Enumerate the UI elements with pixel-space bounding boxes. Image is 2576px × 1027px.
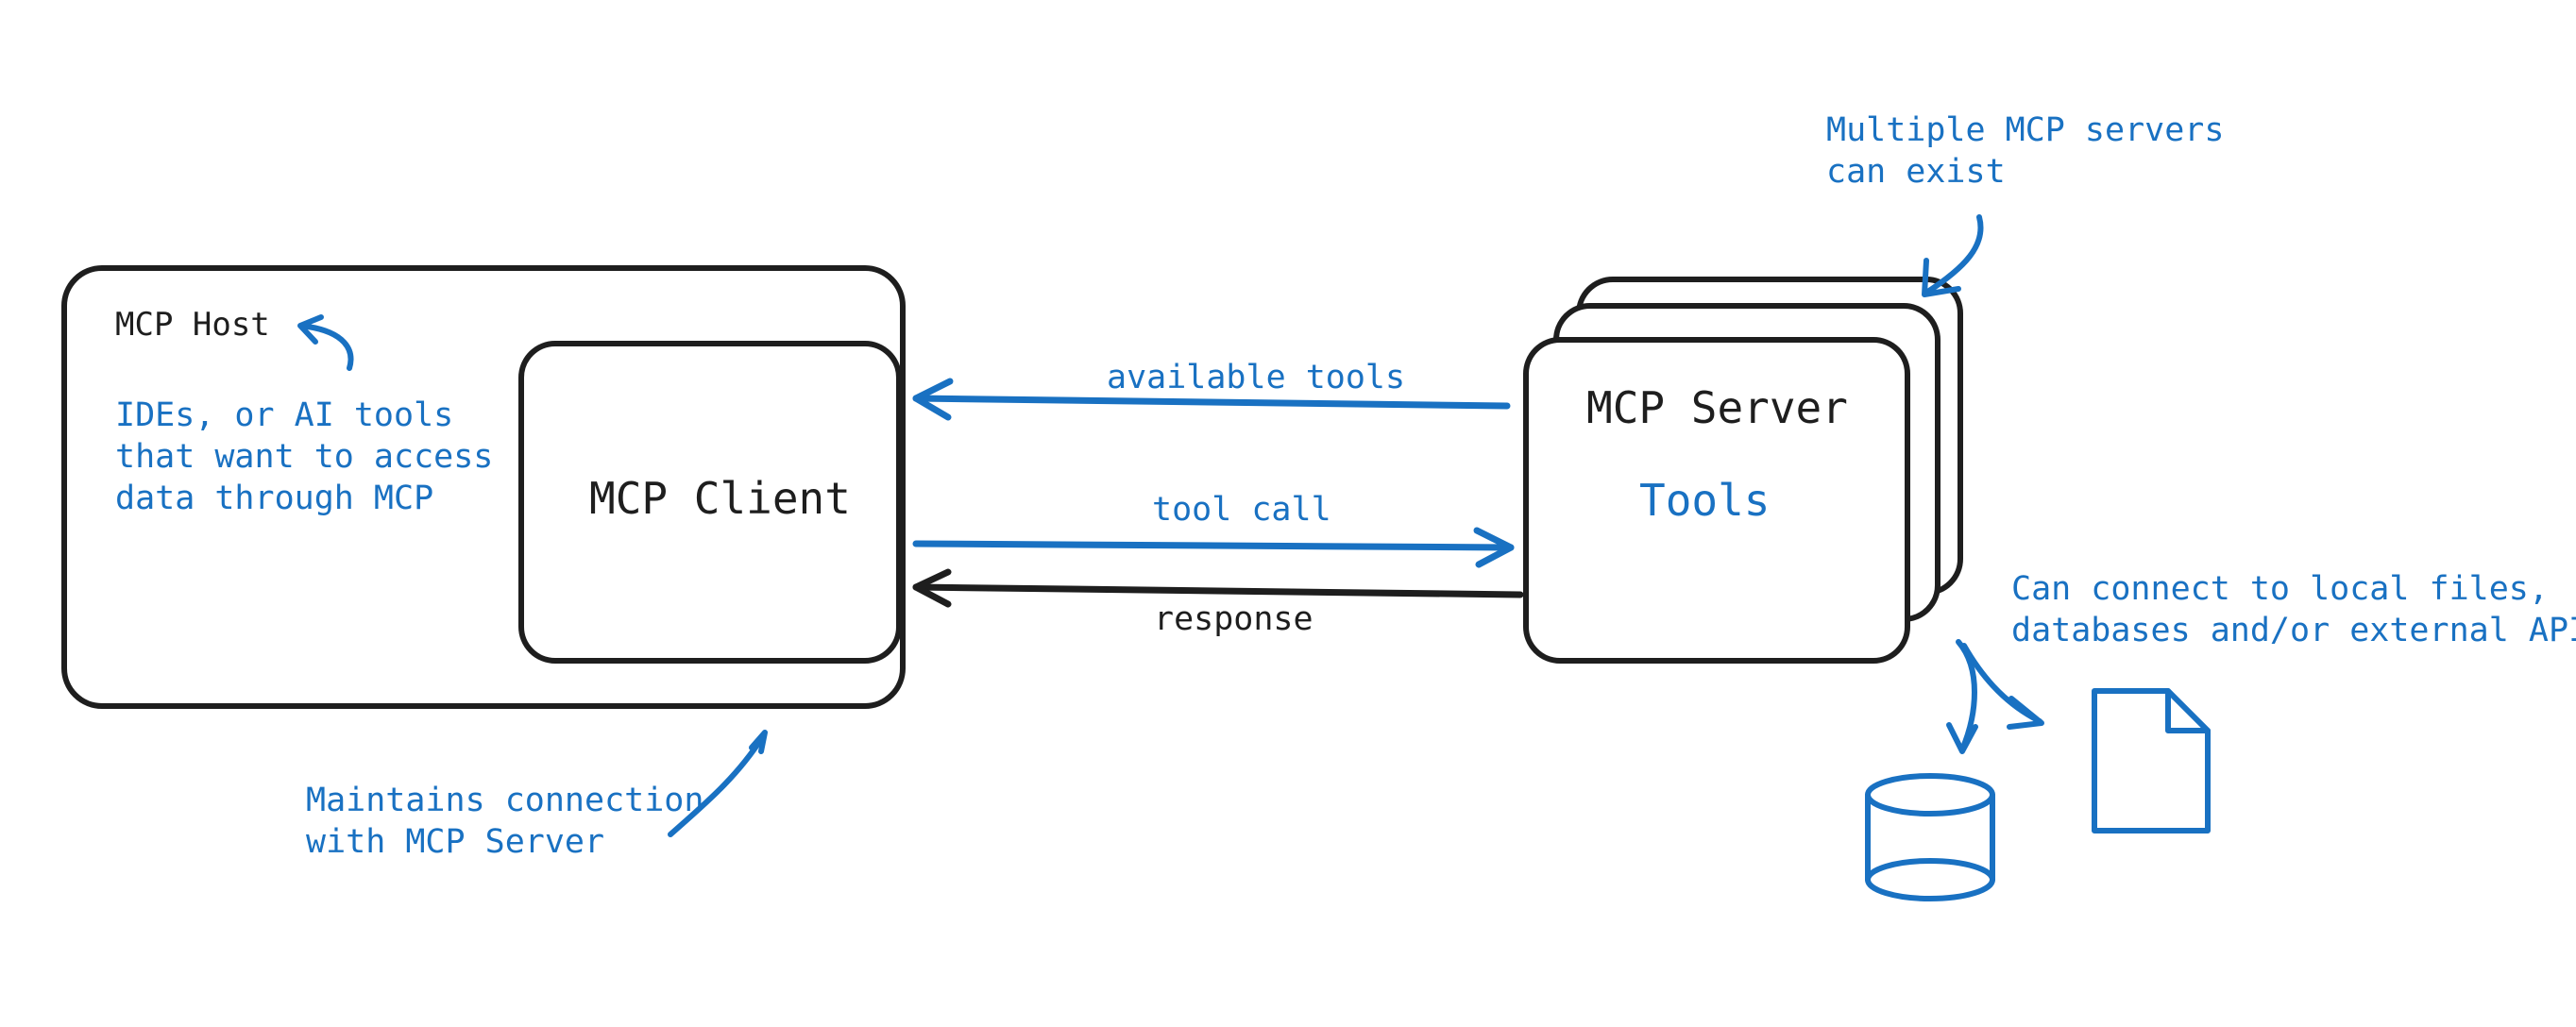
tool-call-label: tool call — [1152, 491, 1331, 529]
tool-call-arrow — [912, 527, 1515, 568]
resources-note: Can connect to local files, databases an… — [2011, 570, 2576, 649]
response-label: response — [1154, 600, 1313, 638]
mcp-server-title: MCP Server — [1586, 382, 1848, 433]
mcp-host-note: IDEs, or AI tools that want to access da… — [115, 396, 494, 517]
mcp-server-tools: Tools — [1639, 475, 1771, 526]
mcp-host-title: MCP Host — [115, 306, 270, 344]
response-arrow — [912, 568, 1524, 608]
host-note-arrow — [297, 314, 354, 371]
mcp-server-box — [1523, 337, 1910, 664]
available-tools-arrow — [912, 378, 1511, 421]
client-connection-note: Maintains connection with MCP Server — [306, 782, 704, 861]
file-icon — [2092, 688, 2211, 833]
servers-note-arrow — [1922, 214, 1984, 297]
available-tools-label: available tools — [1107, 359, 1406, 396]
multiple-servers-note: Multiple MCP servers can exist — [1826, 111, 2225, 191]
mcp-client-title: MCP Client — [589, 473, 851, 524]
mcp-client-box — [518, 341, 902, 664]
client-note-arrow — [668, 730, 768, 837]
mcp-host-box — [61, 265, 906, 709]
database-icon — [1865, 773, 1995, 901]
file-arrow — [1961, 643, 2044, 730]
